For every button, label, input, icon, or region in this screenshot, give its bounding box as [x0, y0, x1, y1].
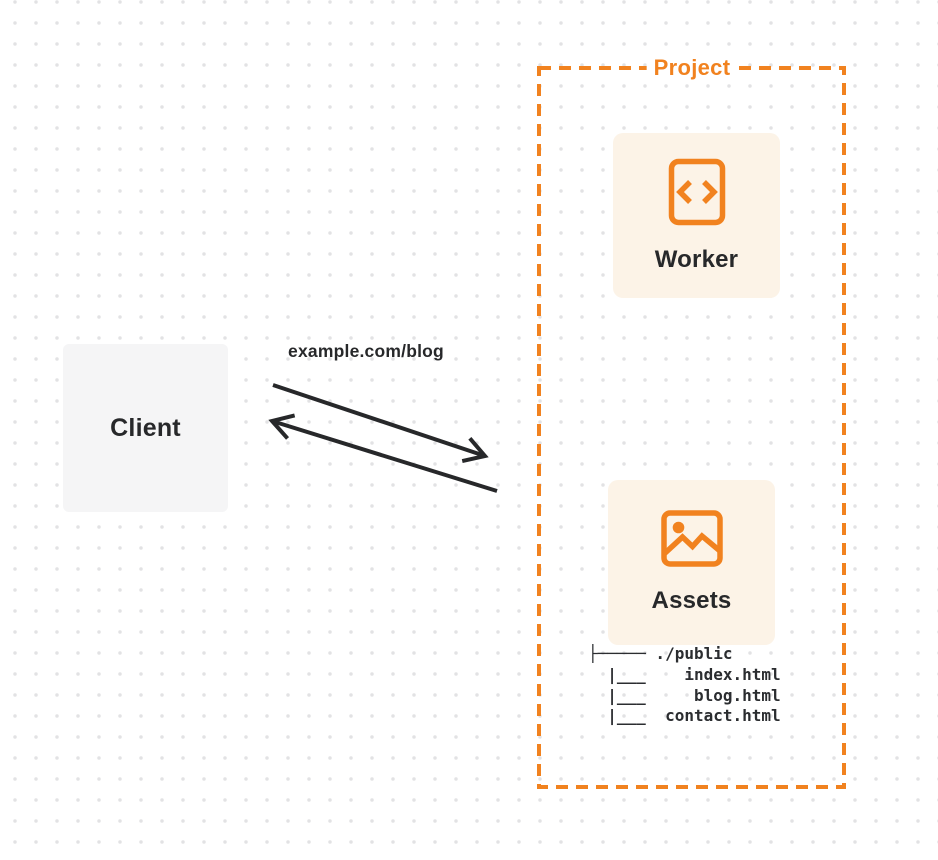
response-arrow	[268, 413, 498, 493]
worker-card: Worker	[613, 133, 780, 298]
worker-label: Worker	[654, 245, 739, 273]
request-response-arrows	[268, 383, 498, 493]
client-label: Client	[110, 413, 181, 442]
assets-file-tree: ├───── ./public |___ index.html |___ blo…	[588, 644, 781, 726]
project-label: Project	[646, 55, 738, 81]
code-file-icon	[668, 158, 725, 225]
project-boundary	[537, 66, 846, 789]
assets-label: Assets	[651, 587, 732, 614]
client-box: Client	[63, 344, 228, 512]
image-icon	[660, 510, 723, 567]
assets-card: Assets	[608, 480, 775, 645]
request-arrow	[272, 383, 489, 463]
request-url-label: example.com/blog	[288, 341, 444, 361]
